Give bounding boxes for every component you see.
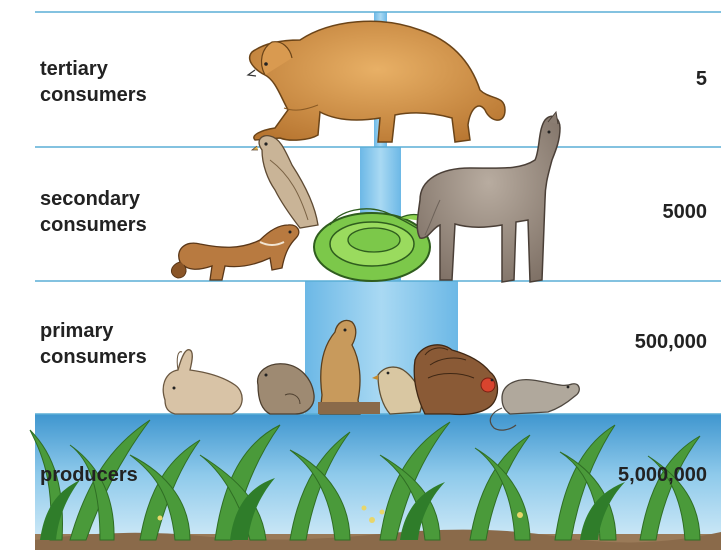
turkey-icon <box>414 345 497 415</box>
tertiary-consumers-label: tertiary consumers <box>40 56 147 108</box>
secondary-consumers-label: secondary consumers <box>40 186 147 238</box>
wolf-icon <box>417 112 560 282</box>
snake-icon <box>314 209 430 281</box>
primary-consumers-label: primary consumers <box>40 318 147 370</box>
hawk-icon <box>252 136 318 228</box>
weasel-icon <box>171 225 298 280</box>
producers-count: 5,000,000 <box>618 462 707 488</box>
rabbit-icon <box>163 350 242 414</box>
tertiary-consumers-count: 5 <box>696 66 707 92</box>
primary-consumers-count: 500,000 <box>635 329 707 355</box>
producers-label: producers <box>40 462 138 488</box>
secondary-consumers-count: 5000 <box>663 199 708 225</box>
